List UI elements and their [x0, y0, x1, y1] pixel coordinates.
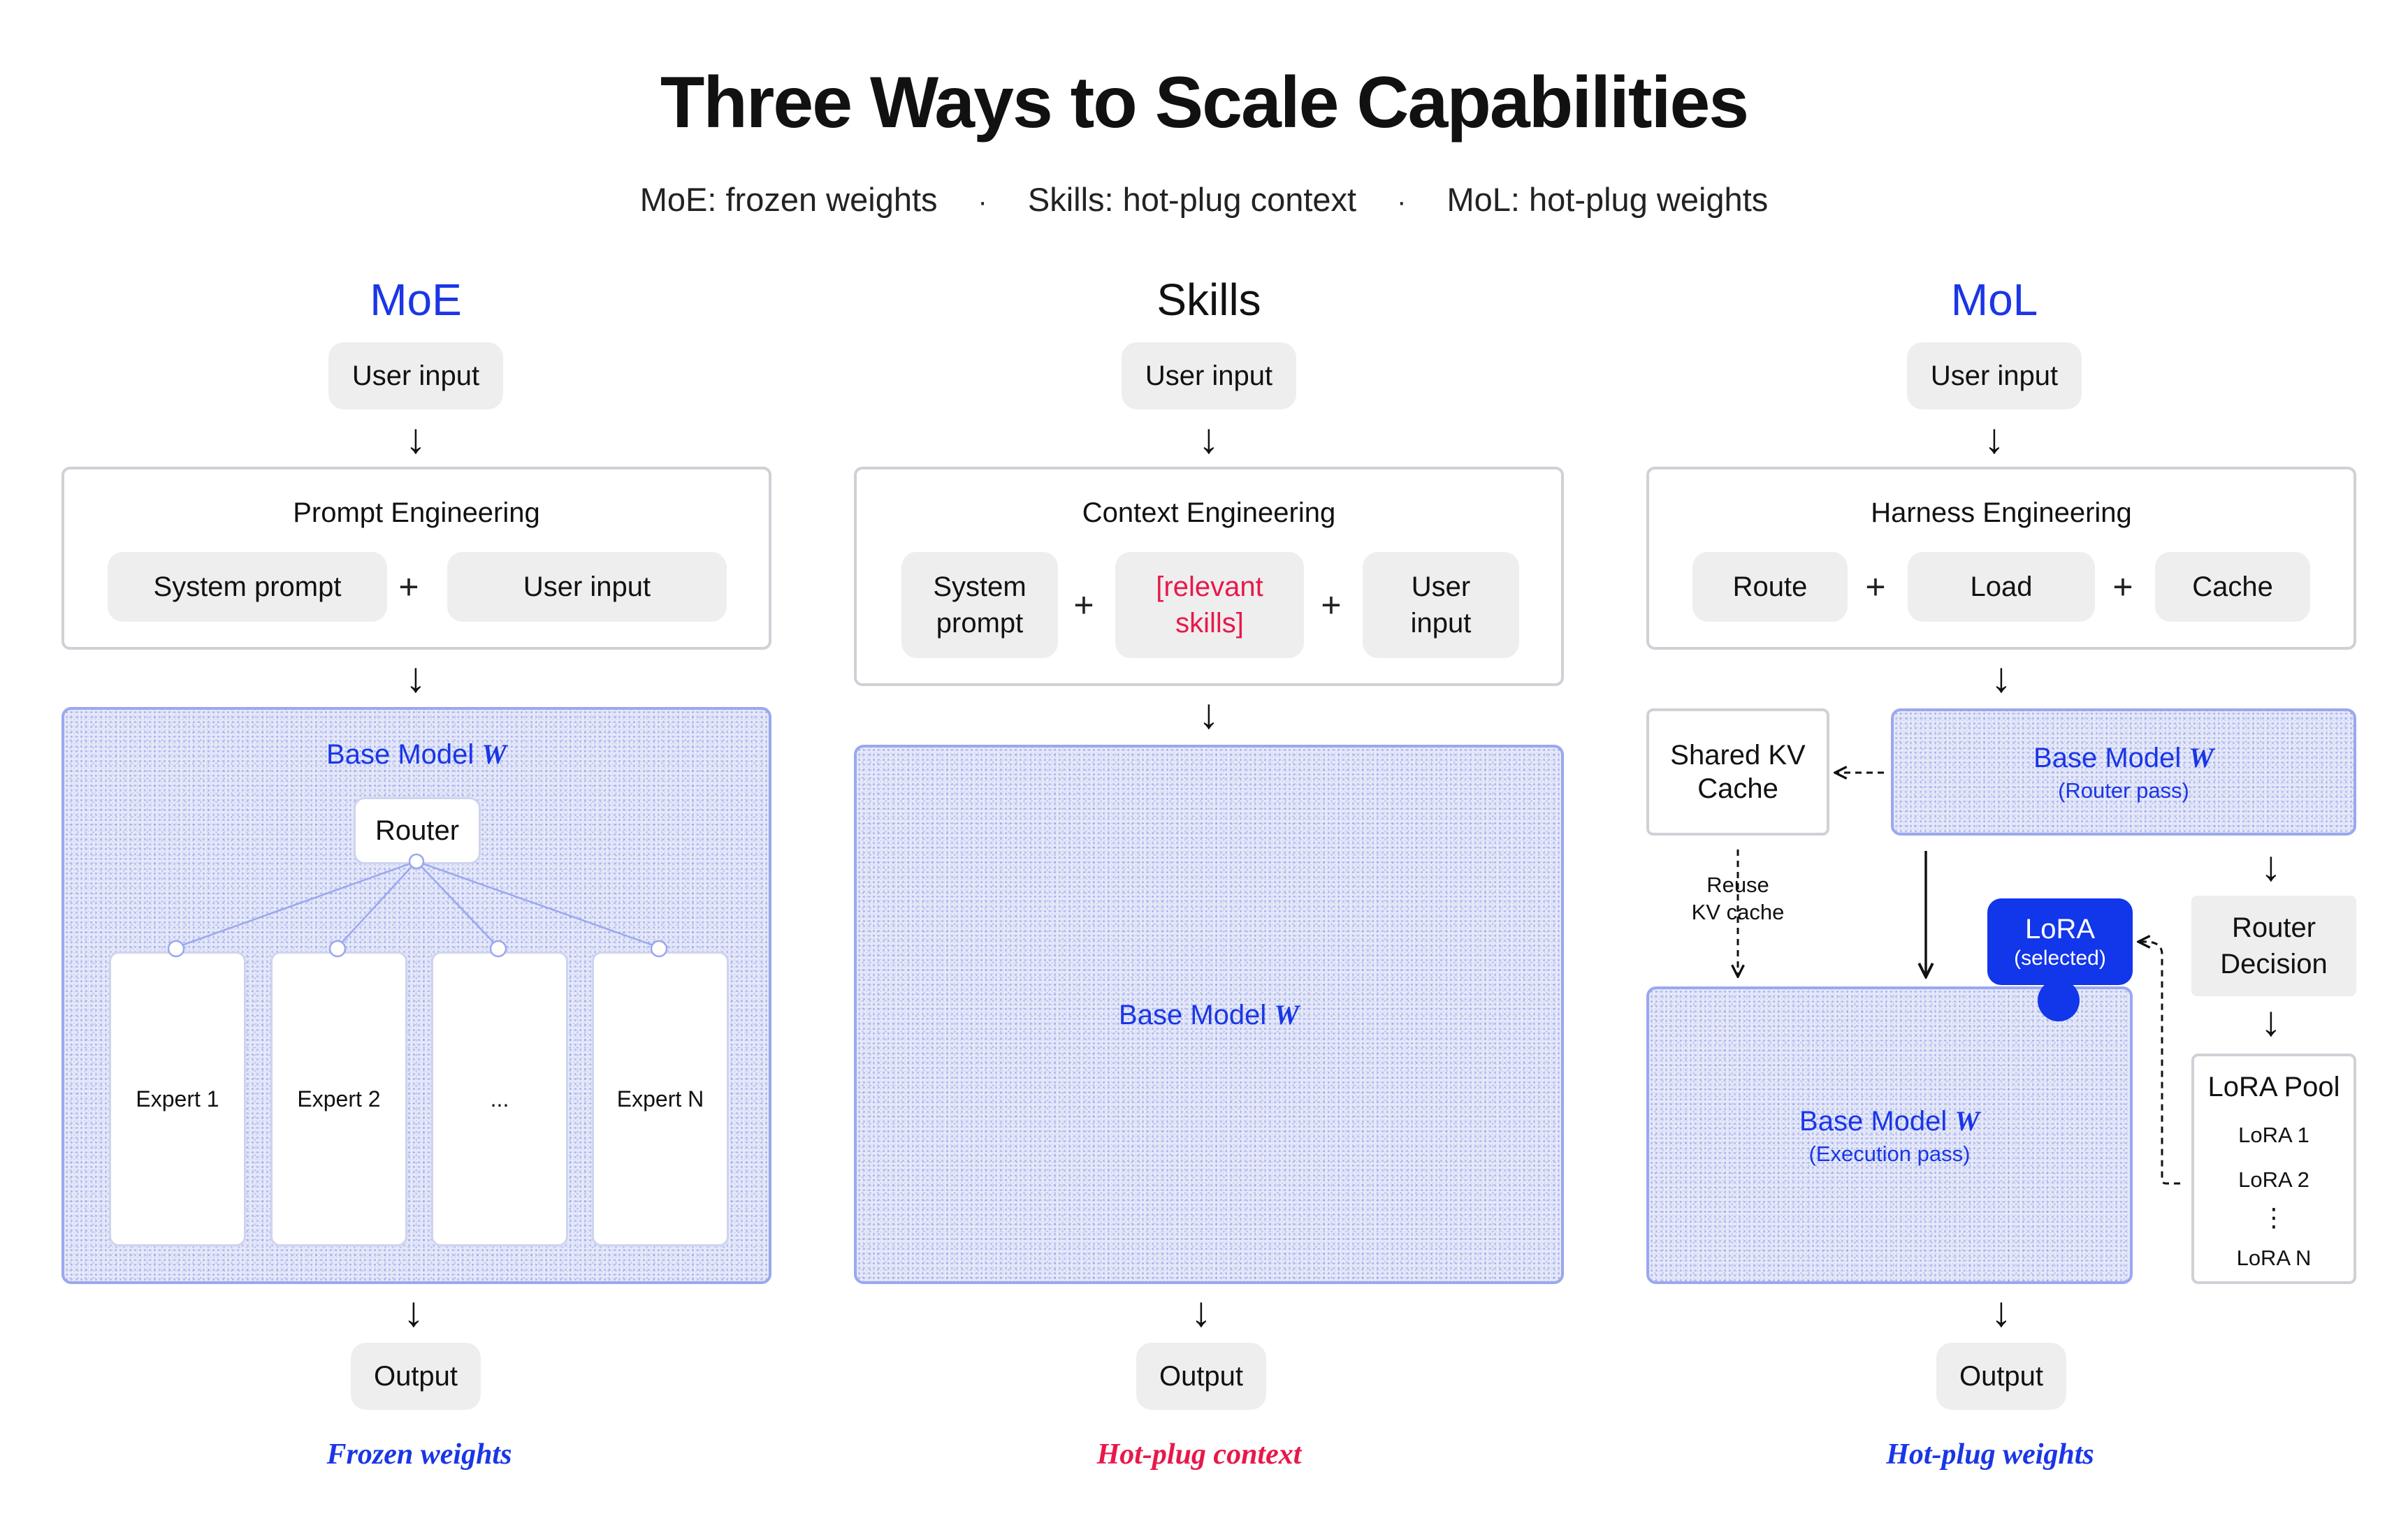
- arrow-down-icon: ↓: [405, 415, 426, 462]
- subtitle-mol: MoL: hot-plug weights: [1446, 181, 1769, 218]
- skills-context-engineering-frame: Context Engineering System prompt + [rel…: [854, 467, 1564, 686]
- execution-pass-label: Base Model W: [1799, 1105, 1980, 1137]
- lora-pool-item: LoRA N: [2236, 1246, 2312, 1270]
- shared-kv-line: Cache: [1697, 773, 1778, 804]
- mol-output: Output: [1936, 1343, 2066, 1410]
- skills-output: Output: [1136, 1343, 1266, 1410]
- lora-selected-label: LoRA: [2024, 913, 2096, 945]
- arrow-down-icon: ↓: [1984, 415, 2005, 462]
- arrow-down-icon: ↓: [1191, 1288, 1212, 1335]
- skills-frame-title: Context Engineering: [1082, 497, 1336, 528]
- moe-output: Output: [351, 1343, 481, 1410]
- lora-selected-sub: (selected): [2014, 946, 2106, 970]
- plus-icon: +: [1865, 567, 1886, 606]
- router-pass-sub: (Router pass): [2058, 778, 2189, 803]
- execution-pass-sub: (Execution pass): [1808, 1141, 1971, 1166]
- skills-relevant-skills: [relevant skills]: [1115, 552, 1304, 658]
- moe-expert: ...: [431, 952, 568, 1246]
- arrow-down-icon: ↓: [403, 1288, 424, 1335]
- lora-attach-dot: [2038, 979, 2080, 1021]
- skills-column-title: Skills: [1156, 275, 1261, 325]
- skills-system-prompt-line: prompt: [936, 608, 1024, 639]
- mol-footer: Hot-plug weights: [1886, 1438, 2094, 1471]
- plus-icon: +: [1321, 585, 1342, 625]
- base-model-text: Base Model: [1119, 999, 1267, 1030]
- plus-icon: +: [398, 567, 419, 606]
- weight-symbol: W: [1954, 1105, 1980, 1137]
- moe-expert: Expert 1: [109, 952, 246, 1246]
- subtitle-separator: ·: [978, 187, 987, 217]
- weight-symbol: W: [1274, 998, 1299, 1030]
- skills-user-input-line: User: [1411, 571, 1471, 602]
- arrow-down-icon: ↓: [1991, 654, 2012, 701]
- base-model-text: Base Model: [2033, 742, 2182, 773]
- lora-pool-item: LoRA 1: [2238, 1123, 2309, 1147]
- mol-user-input: User input: [1907, 342, 2082, 409]
- moe-base-model: Base Model W Router Expert 1 Expert 2 ..…: [61, 707, 771, 1284]
- lora-pool-item: ⋮: [2261, 1203, 2286, 1232]
- mol-shared-kv-cache: Shared KV Cache: [1646, 708, 1829, 836]
- skills-relevant-line: [relevant: [1156, 571, 1263, 602]
- skills-system-prompt-line: System: [933, 571, 1027, 602]
- subtitle-separator: ·: [1397, 187, 1407, 217]
- moe-expert: Expert 2: [270, 952, 407, 1246]
- skills-base-model: Base Model W: [854, 745, 1564, 1284]
- subtitle-moe: MoE: frozen weights: [639, 181, 938, 218]
- router-decision-line: Router: [2231, 912, 2316, 943]
- weight-symbol: W: [481, 738, 507, 770]
- router-pass-label: Base Model W: [2033, 741, 2214, 774]
- page-title: Three Ways to Scale Capabilities: [660, 62, 1749, 143]
- router-connector-nodes: [167, 853, 668, 958]
- mol-lora-selected: LoRA (selected): [1987, 898, 2133, 985]
- lora-pool-item: LoRA 2: [2238, 1167, 2309, 1192]
- arrow-down-icon: ↓: [2261, 843, 2282, 889]
- lora-pool-title: LoRA Pool: [2207, 1072, 2340, 1102]
- moe-prompt-engineering-frame: Prompt Engineering System prompt + User …: [61, 467, 771, 650]
- base-model-text: Base Model: [1799, 1105, 1948, 1137]
- skills-frame-user-input: User input: [1363, 552, 1519, 658]
- skills-footer: Hot-plug context: [1096, 1438, 1302, 1471]
- router-connector-lines: [175, 860, 660, 949]
- skills-relevant-line: skills]: [1175, 608, 1244, 639]
- arrow-down-icon: ↓: [1198, 415, 1219, 462]
- shared-kv-line: Shared KV: [1670, 740, 1806, 771]
- mol-lora-pool: LoRA Pool LoRA 1 LoRA 2 ⋮ LoRA N: [2191, 1054, 2356, 1284]
- skills-user-input-line: input: [1410, 608, 1472, 639]
- moe-frame-title: Prompt Engineering: [293, 497, 540, 528]
- arrow-down-icon: ↓: [2261, 998, 2282, 1044]
- arrow-down-icon: ↓: [1198, 690, 1219, 737]
- mol-load: Load: [1908, 552, 2095, 622]
- skills-user-input: User input: [1122, 342, 1296, 409]
- plus-icon: +: [2112, 567, 2133, 606]
- moe-frame-user-input: User input: [447, 552, 727, 622]
- arrow-down-icon: ↓: [405, 654, 426, 701]
- subtitle-skills: Skills: hot-plug context: [1027, 181, 1357, 218]
- skills-base-model-label: Base Model W: [1119, 998, 1299, 1031]
- mol-column-title: MoL: [1950, 275, 2038, 325]
- moe-system-prompt: System prompt: [108, 552, 387, 622]
- moe-base-model-label: Base Model W: [64, 738, 769, 771]
- skills-system-prompt: System prompt: [901, 552, 1058, 658]
- mol-frame-title: Harness Engineering: [1871, 497, 2132, 528]
- moe-user-input: User input: [328, 342, 503, 409]
- mol-harness-engineering-frame: Harness Engineering Route + Load + Cache: [1646, 467, 2356, 650]
- lora-pool-to-selected-arrow: [2140, 942, 2180, 1185]
- mol-cache: Cache: [2155, 552, 2310, 622]
- moe-footer: Frozen weights: [326, 1438, 512, 1471]
- arrow-down-icon: ↓: [1991, 1288, 2012, 1335]
- moe-router: Router: [354, 797, 481, 864]
- weight-symbol: W: [2189, 741, 2214, 773]
- mol-router-decision: Router Decision: [2191, 896, 2356, 996]
- moe-expert: Expert N: [592, 952, 729, 1246]
- plus-icon: +: [1073, 585, 1094, 625]
- mol-base-model-execution-pass: Base Model W (Execution pass): [1646, 986, 2133, 1284]
- mol-route: Route: [1692, 552, 1848, 622]
- base-model-text: Base Model: [326, 739, 474, 770]
- moe-column-title: MoE: [370, 275, 462, 325]
- page-subtitle: MoE: frozen weights · Skills: hot-plug con…: [0, 180, 2408, 219]
- router-decision-line: Decision: [2220, 949, 2328, 979]
- mol-base-model-router-pass: Base Model W (Router pass): [1891, 708, 2356, 836]
